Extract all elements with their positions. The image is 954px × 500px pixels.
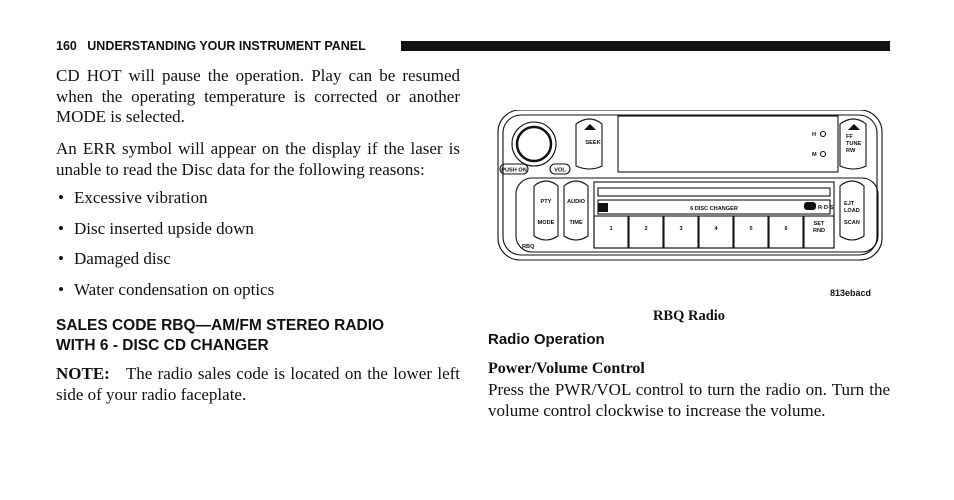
tune-label: TUNE	[846, 141, 861, 147]
list-item: •Excessive vibration	[58, 188, 208, 207]
cd-slot	[597, 187, 831, 197]
power-volume-subheading: Power/Volume Control	[488, 360, 645, 377]
paragraph-cd-hot: CD HOT will pause the operation. Play ca…	[56, 66, 460, 126]
rw-label: RW	[846, 148, 856, 154]
disc-changer-label: 6 DISC CHANGER	[690, 206, 738, 212]
radio-faceplate-figure: SEEK PUSH ON VOL H M FF TUNE RW PTY AUDI…	[497, 110, 883, 261]
seek-label: SEEK	[585, 140, 600, 146]
bullet-icon: •	[58, 188, 64, 207]
m-indicator-icon	[819, 150, 827, 158]
list-item: •Damaged disc	[58, 249, 171, 268]
preset-label-4: 4	[714, 226, 718, 232]
note-text: The radio sales code is located on the l…	[56, 364, 461, 404]
scan-label: SCAN	[844, 220, 860, 226]
mode-label: MODE	[538, 220, 555, 226]
eject-scan-rocker[interactable]	[839, 180, 865, 241]
seek-rocker[interactable]	[575, 118, 603, 170]
radio-operation-heading: Radio Operation	[488, 331, 605, 348]
pty-label: PTY	[541, 199, 552, 205]
h-indicator-icon	[819, 130, 827, 138]
preset-label-6: 6	[784, 226, 787, 232]
set-label: SET	[814, 221, 825, 227]
preset-button-3[interactable]	[663, 215, 699, 249]
paragraph-err-symbol: An ERR symbol will appear on the display…	[56, 139, 460, 179]
ff-label: FF	[846, 134, 853, 140]
audio-label: AUDIO	[567, 199, 586, 205]
preset-label-2: 2	[644, 226, 647, 232]
note-paragraph: NOTE: The radio sales code is located on…	[56, 364, 460, 405]
preset-button-1[interactable]	[593, 215, 629, 249]
preset-label-3: 3	[679, 226, 682, 232]
page-header: 160 UNDERSTANDING YOUR INSTRUMENT PANEL	[56, 37, 890, 55]
ejt-label: EJT	[844, 201, 855, 207]
bullet-icon: •	[58, 279, 64, 299]
faceplate-inner-outline	[502, 114, 878, 256]
note-label: NOTE:	[56, 364, 110, 383]
section-title: UNDERSTANDING YOUR INSTRUMENT PANEL	[87, 39, 366, 53]
bullet-icon: •	[58, 249, 64, 268]
lower-panel-outline	[515, 177, 879, 253]
sales-code-heading: SALES CODE RBQ—AM/FM STEREO RADIO WITH 6…	[56, 317, 385, 354]
preset-button-5[interactable]	[733, 215, 769, 249]
vol-button-outline	[549, 163, 571, 175]
faceplate-outline	[497, 110, 883, 261]
push-on-label: PUSH ON	[501, 168, 527, 174]
set-rnd-button[interactable]	[803, 215, 835, 249]
audio-time-rocker[interactable]	[563, 180, 589, 241]
page-number: 160	[56, 39, 77, 53]
preset-label-5: 5	[749, 226, 752, 232]
seek-up-arrow-icon	[584, 124, 596, 130]
load-label: LOAD	[844, 208, 860, 214]
tune-rocker[interactable]	[839, 118, 867, 170]
preset-button-4[interactable]	[698, 215, 734, 249]
h-label: H	[812, 132, 816, 138]
pty-mode-rocker[interactable]	[533, 180, 559, 241]
push-on-button-outline	[499, 163, 529, 175]
volume-knob-ring	[511, 121, 557, 167]
rbq-label: RBQ	[522, 244, 535, 250]
volume-knob[interactable]	[515, 125, 553, 163]
rnd-label: RND	[813, 228, 825, 234]
preset-button-6[interactable]	[768, 215, 804, 249]
reasons-list: •Excessive vibration •Disc inserted upsi…	[56, 187, 460, 309]
power-volume-paragraph: Press the PWR/VOL control to turn the ra…	[488, 380, 890, 420]
cd-logo-icon	[598, 203, 608, 212]
list-item: •Disc inserted upside down	[58, 218, 254, 238]
m-label: M	[812, 152, 817, 158]
preset-label-1: 1	[609, 226, 612, 232]
preset-button-2[interactable]	[628, 215, 664, 249]
cd-section-outline	[593, 181, 835, 249]
tune-up-arrow-icon	[848, 124, 860, 130]
page-number-and-section: 160 UNDERSTANDING YOUR INSTRUMENT PANEL	[56, 39, 366, 53]
vol-label: VOL	[554, 168, 566, 174]
figure-code: 813ebacd	[830, 288, 872, 298]
figure-caption: RBQ Radio	[652, 308, 726, 324]
time-label: TIME	[569, 220, 583, 226]
bullet-icon: •	[58, 218, 64, 238]
header-rule	[401, 41, 890, 51]
list-item: •Water condensation on optics	[58, 279, 275, 299]
rds-label: R·D·S	[818, 205, 834, 211]
display-window	[617, 115, 839, 173]
rds-logo-icon	[804, 202, 816, 210]
